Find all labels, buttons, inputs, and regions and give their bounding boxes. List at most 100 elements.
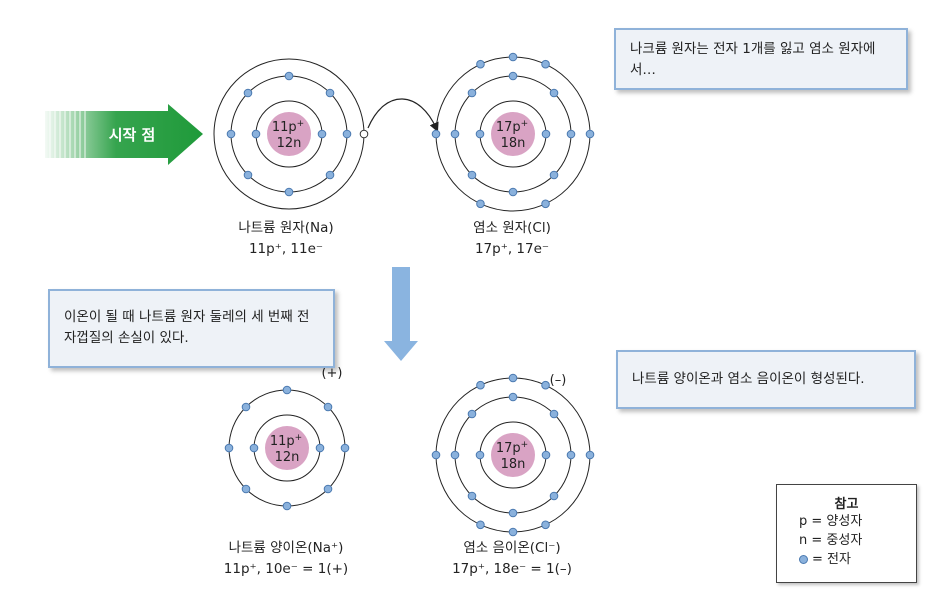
electron: [549, 409, 559, 419]
info-text-electron-loss: 나크륨 원자는 전자 1개를 잃고 염소 원자에서…: [630, 41, 876, 78]
info-box-ion-formation: 나트륨 양이온과 염소 음이온이 형성된다.: [616, 350, 916, 409]
start-arrow: 시작 점: [45, 104, 203, 165]
electron: [282, 501, 292, 511]
caption-na-atom: 나트륨 원자(Na) 11p⁺, 11e⁻: [186, 218, 386, 260]
info-box-shell-loss: 이온이 될 때 나트륨 원자 둘레의 세 번째 전자껍질의 손실이 있다.: [48, 289, 335, 368]
na-ion-formula: 11p⁺, 10e⁻ = 1(+): [223, 561, 349, 577]
start-label: 시작 점: [109, 126, 156, 144]
electron: [282, 385, 292, 395]
atom-na: 11p+12n: [213, 58, 369, 210]
electron: [431, 129, 441, 139]
caption-cl-ion: 염소 음이온(Cl⁻) 17p⁺, 18e⁻ = 1(–): [412, 538, 612, 580]
ion-charge: (–): [550, 373, 567, 388]
electron: [566, 129, 576, 139]
info-text-ion-formation: 나트륨 양이온과 염소 음이온이 형성된다.: [632, 371, 865, 387]
nucleus-neutrons: 18n: [501, 457, 526, 472]
nucleus-protons: 17p+: [496, 119, 528, 135]
nucleus: [267, 112, 311, 156]
electron: [549, 170, 559, 180]
electron: [508, 187, 518, 197]
valence-electron: [359, 129, 369, 139]
legend: 참고 p = 양성자 n = 중성자 = 전자: [776, 484, 917, 583]
legend-proton: p = 양성자: [799, 514, 863, 529]
electron: [325, 170, 335, 180]
electron: [467, 170, 477, 180]
electron: [467, 491, 477, 501]
electron: [284, 187, 294, 197]
electron: [475, 129, 485, 139]
electron: [243, 170, 253, 180]
electron: [549, 88, 559, 98]
electron: [508, 508, 518, 518]
legend-electron-label: = 전자: [812, 552, 851, 567]
nucleus-neutrons: 12n: [277, 136, 302, 151]
info-text-shell-loss: 이온이 될 때 나트륨 원자 둘레의 세 번째 전자껍질의 손실이 있다.: [64, 309, 310, 346]
nucleus-neutrons: 18n: [501, 136, 526, 151]
na-atom-name: 나트륨 원자(Na): [238, 220, 334, 236]
nucleus-protons: 11p+: [270, 433, 302, 449]
electron: [541, 450, 551, 460]
legend-title: 참고: [834, 497, 859, 512]
electron: [541, 59, 550, 69]
atom-cl_ion: 17p+18n (–): [431, 373, 595, 537]
caption-cl-atom: 염소 원자(Cl) 17p⁺, 17e⁻: [412, 218, 612, 260]
electron: [241, 484, 251, 494]
atom-na_ion: 11p+12n (+): [224, 366, 350, 511]
electron: [342, 129, 352, 139]
legend-electron: = 전자: [799, 550, 916, 569]
electron: [450, 450, 460, 460]
na-atom-formula: 11p⁺, 11e⁻: [248, 241, 324, 257]
electron: [467, 409, 477, 419]
nucleus: [491, 112, 535, 156]
electron: [585, 450, 595, 460]
electron: [541, 520, 550, 530]
atom-cl: 17p+18n: [431, 52, 595, 212]
electron: [508, 52, 518, 62]
electron: [450, 129, 460, 139]
electron: [476, 520, 485, 530]
cl-ion-formula: 17p⁺, 18e⁻ = 1(–): [452, 561, 572, 577]
electron: [224, 443, 234, 453]
electron: [541, 380, 550, 390]
electron: [476, 380, 485, 390]
electron: [549, 491, 559, 501]
electron: [508, 373, 518, 383]
electron: [317, 129, 327, 139]
electron: [241, 402, 251, 412]
electron: [508, 527, 518, 537]
electron: [323, 484, 333, 494]
electron: [476, 59, 485, 69]
electron: [541, 129, 551, 139]
cl-atom-name: 염소 원자(Cl): [473, 220, 551, 236]
electron: [251, 129, 261, 139]
electron: [508, 392, 518, 402]
electron: [323, 402, 333, 412]
electron-transfer-arrow: [367, 98, 439, 133]
cl-atom-formula: 17p⁺, 17e⁻: [474, 241, 550, 257]
electron: [585, 129, 595, 139]
electron: [475, 450, 485, 460]
electron: [226, 129, 236, 139]
info-box-electron-loss: 나크륨 원자는 전자 1개를 잃고 염소 원자에서…: [614, 28, 908, 90]
nucleus-protons: 17p+: [496, 440, 528, 456]
electron: [566, 450, 576, 460]
cl-ion-name: 염소 음이온(Cl⁻): [463, 540, 561, 556]
electron: [243, 88, 253, 98]
caption-na-ion: 나트륨 양이온(Na⁺) 11p⁺, 10e⁻ = 1(+): [186, 538, 386, 580]
na-ion-name: 나트륨 양이온(Na⁺): [228, 540, 344, 556]
electron: [315, 443, 325, 453]
electron: [325, 88, 335, 98]
nucleus: [265, 426, 309, 470]
electron: [340, 443, 350, 453]
electron: [249, 443, 259, 453]
electron: [467, 88, 477, 98]
nucleus-protons: 11p+: [272, 119, 304, 135]
electron: [476, 199, 485, 209]
ion-charge: (+): [321, 366, 342, 381]
electron: [284, 71, 294, 81]
nucleus-neutrons: 12n: [275, 450, 300, 465]
electron: [431, 450, 441, 460]
nucleus: [491, 433, 535, 477]
legend-neutron: n = 중성자: [799, 533, 863, 548]
